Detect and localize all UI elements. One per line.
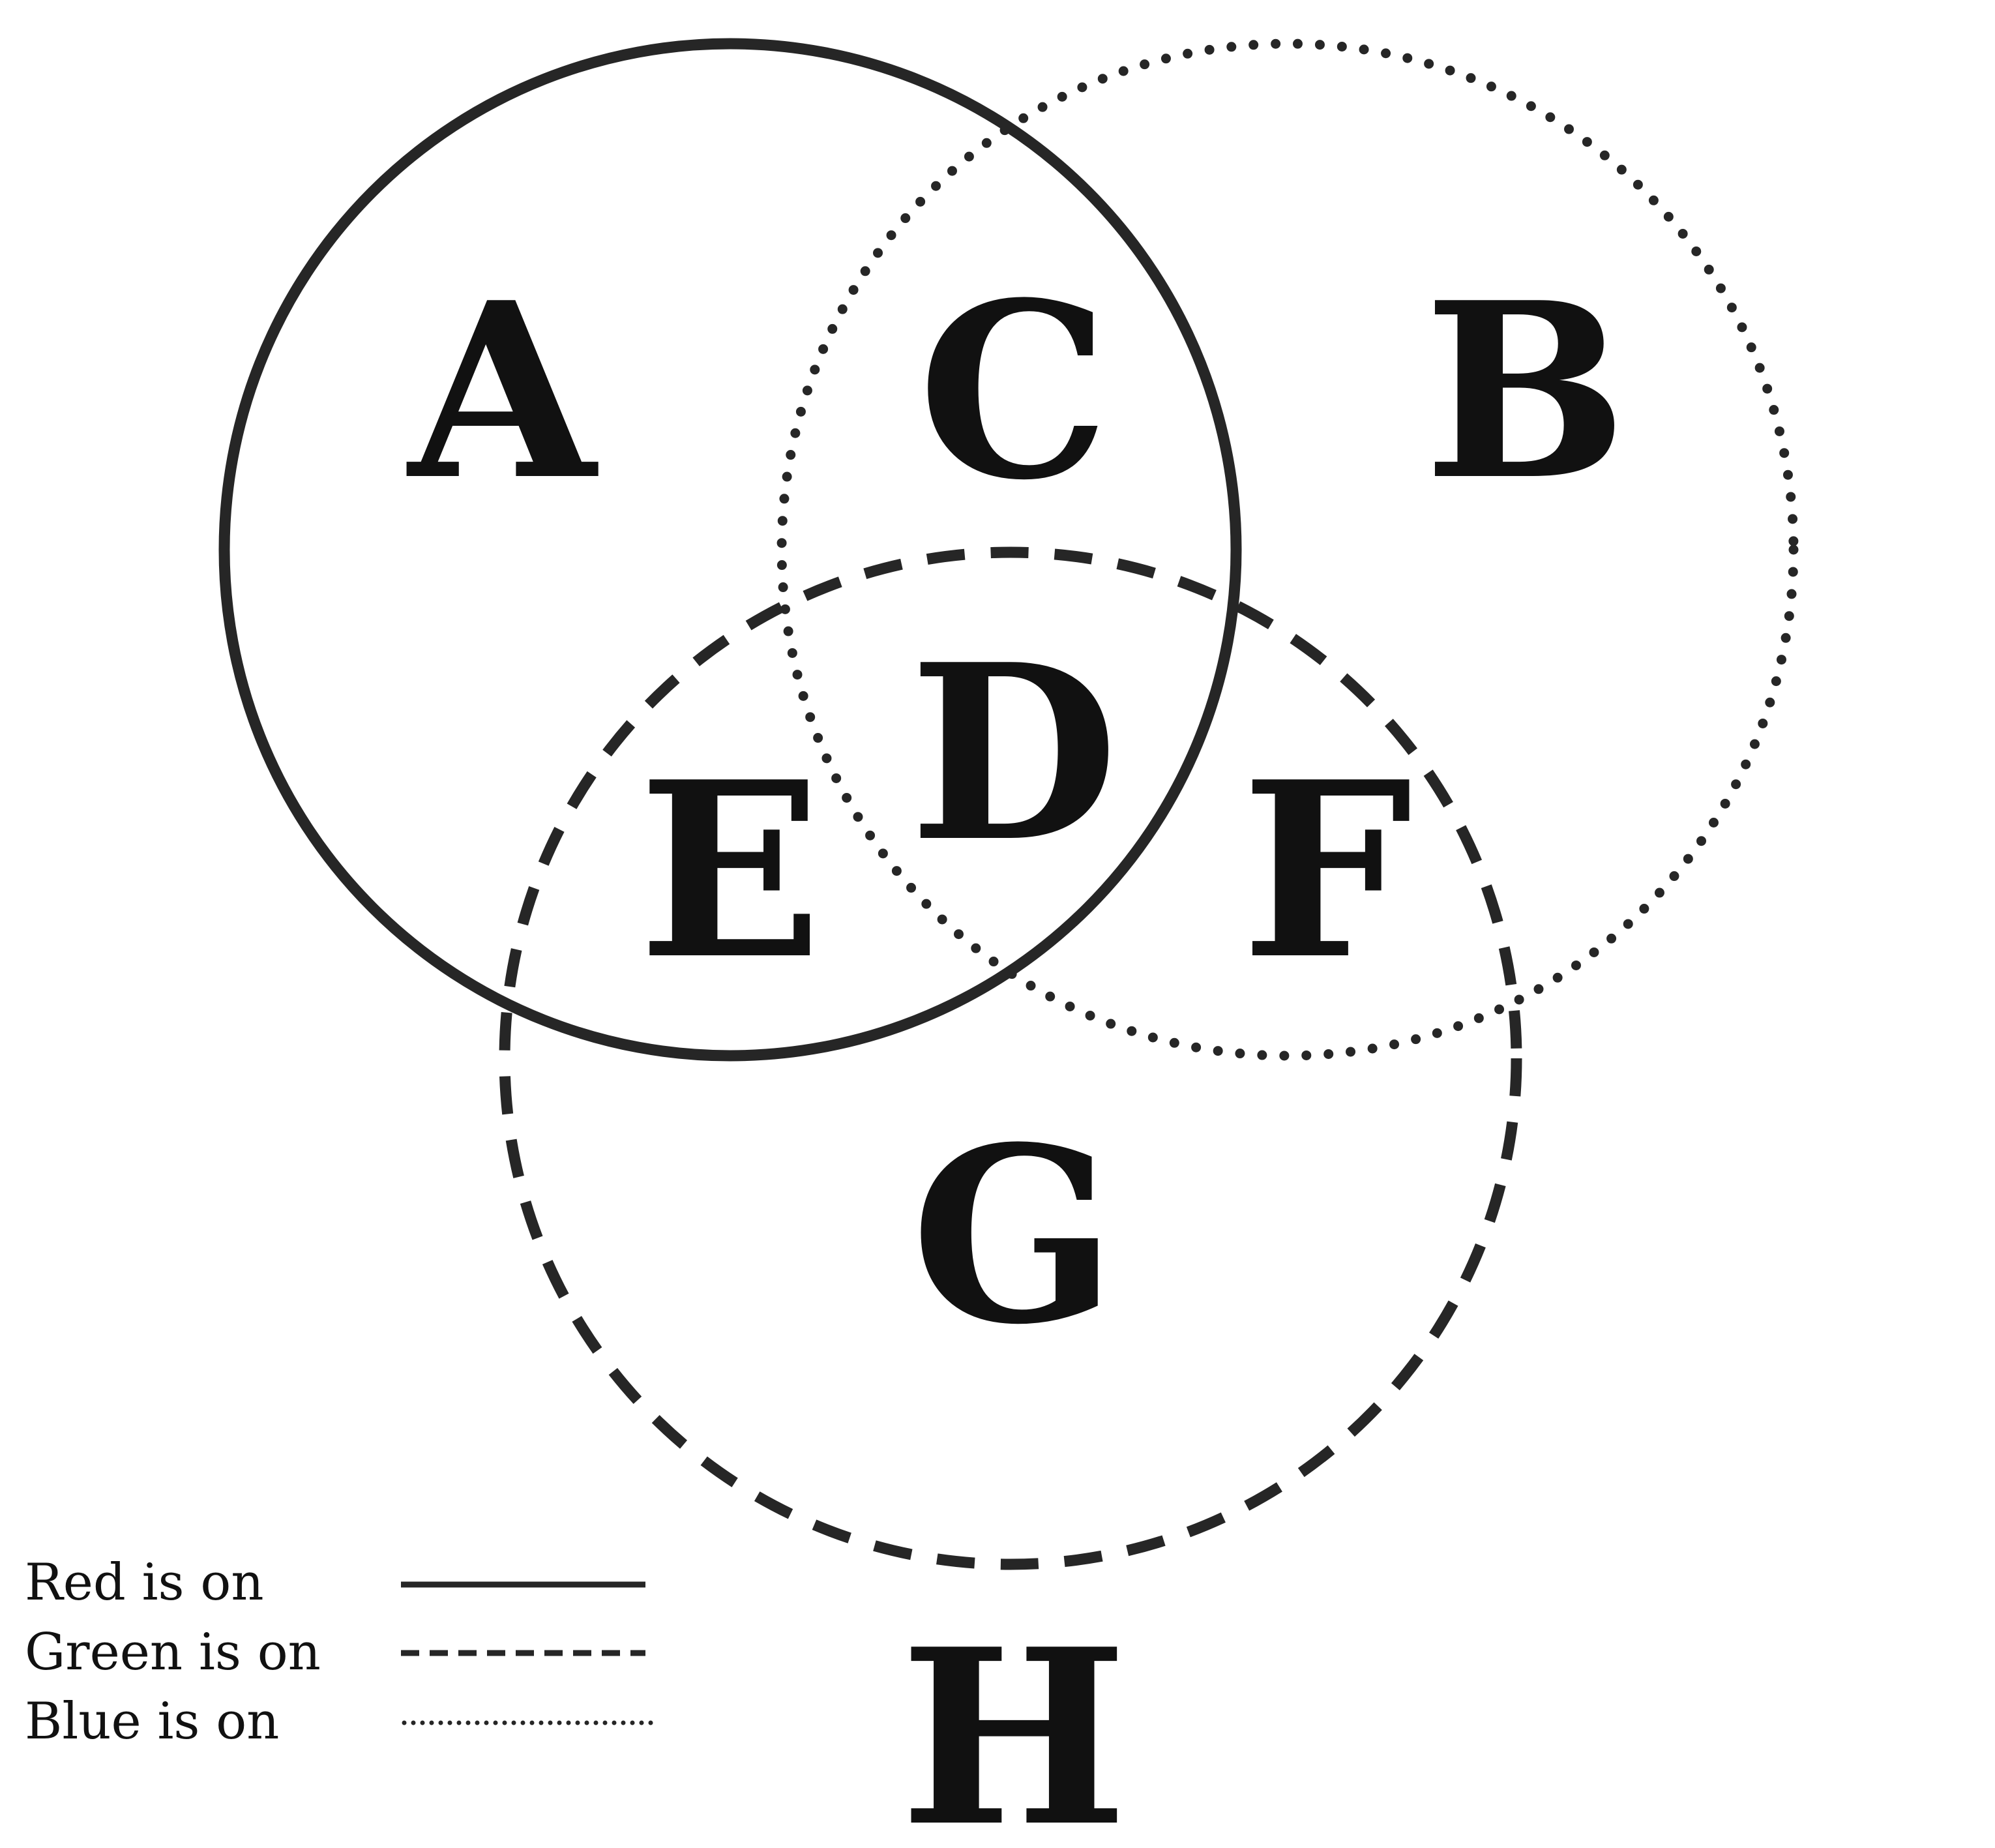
legend: Red is on Green is on Blue is on (25, 1553, 655, 1751)
region-label-h: H (900, 1597, 1128, 1848)
region-label-f: F (1241, 730, 1413, 1013)
region-label-c: C (918, 250, 1110, 533)
green-circle (499, 546, 1522, 1570)
legend-label-green: Green is on (25, 1623, 321, 1682)
region-label-d: D (909, 612, 1119, 895)
region-label-g: G (911, 1095, 1117, 1378)
legend-label-red: Red is on (25, 1553, 264, 1612)
region-label-a: A (405, 250, 601, 533)
region-label-e: E (638, 730, 822, 1013)
red-circle (218, 38, 1242, 1062)
region-label-b: B (1424, 250, 1628, 533)
blue-circle (776, 38, 1799, 1061)
legend-label-blue: Blue is on (25, 1692, 279, 1751)
